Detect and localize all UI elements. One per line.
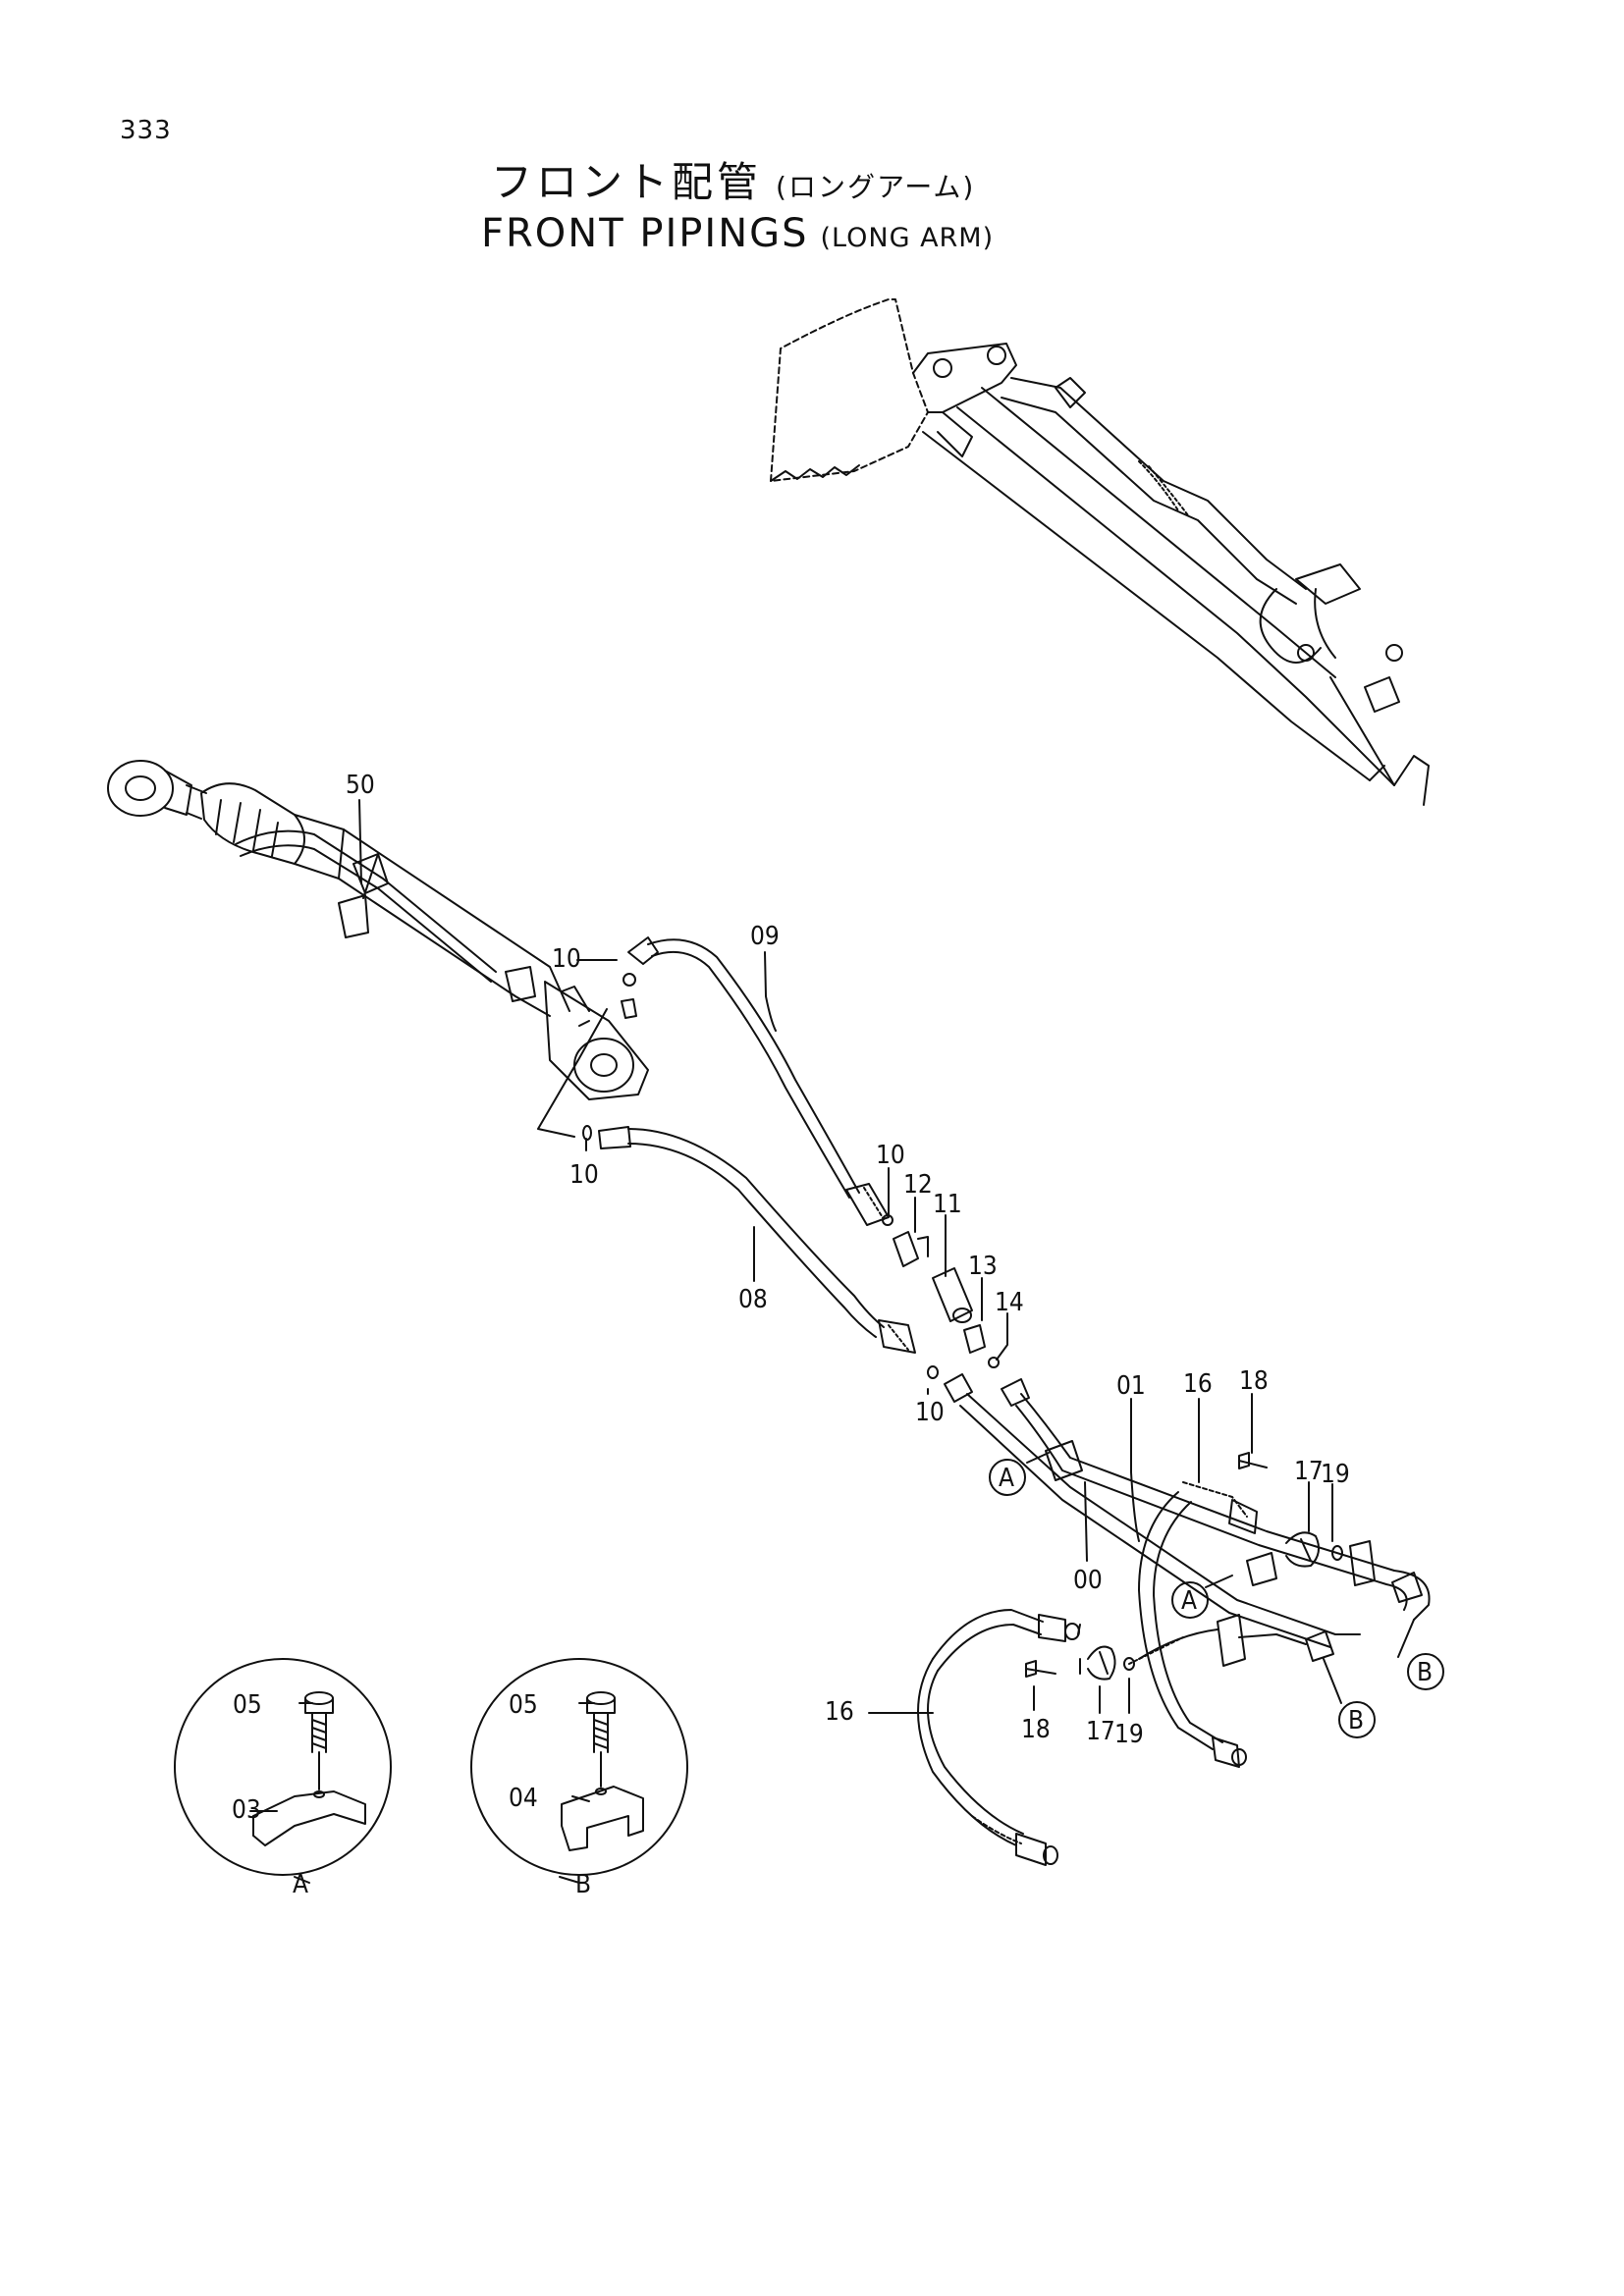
callout-05-b: 05: [509, 1690, 538, 1720]
title-japanese-main: フロント配管: [491, 158, 763, 206]
detail-view-a: [174, 1658, 392, 1876]
callout-19-a: 19: [1321, 1460, 1350, 1489]
view-marker-b-2: B: [1348, 1706, 1364, 1735]
cylinder-assembly: [107, 760, 649, 1138]
callout-12: 12: [903, 1170, 933, 1200]
callout-01: 01: [1116, 1371, 1146, 1401]
bolts-clamps: [1025, 1452, 1321, 1681]
title-japanese-sub: (ロングアーム): [776, 171, 976, 203]
hose-16-lower: [917, 1609, 1080, 1866]
detail-view-b: [470, 1658, 688, 1876]
view-marker-a-2: A: [1181, 1586, 1197, 1616]
callout-16-b: 16: [825, 1697, 854, 1727]
callout-labels: 50 10 10 09 08 10 12 11 13 14 10 01 00 1…: [232, 771, 1433, 1899]
callout-10-d: 10: [915, 1398, 945, 1427]
view-markers: [989, 1459, 1444, 1738]
fittings: [893, 1231, 986, 1354]
callout-10-b: 10: [569, 1160, 599, 1190]
callout-18-a: 18: [1239, 1366, 1269, 1396]
view-marker-b-1: B: [1417, 1658, 1433, 1687]
callout-09: 09: [750, 922, 780, 951]
page-title-english: FRONT PIPINGS (LONG ARM): [481, 211, 994, 256]
detail-b-label: B: [575, 1870, 591, 1899]
callout-13: 13: [968, 1252, 998, 1281]
callout-08: 08: [738, 1285, 768, 1314]
detail-a-label: A: [293, 1870, 308, 1899]
leader-lines: [249, 799, 1415, 1884]
callout-14: 14: [995, 1288, 1024, 1317]
page-title-japanese: フロント配管 (ロングアーム): [491, 149, 975, 209]
callout-11: 11: [933, 1190, 962, 1219]
hose-08: [598, 1126, 916, 1354]
callout-19-b: 19: [1114, 1720, 1144, 1749]
page-number: 333: [120, 116, 172, 145]
callout-17-b: 17: [1086, 1717, 1115, 1746]
arm-overview-illustration: [770, 298, 1430, 806]
callout-05-a: 05: [233, 1690, 262, 1720]
callout-00: 00: [1073, 1566, 1103, 1595]
callout-10-c: 10: [876, 1141, 905, 1170]
title-english-main: FRONT PIPINGS: [481, 211, 809, 256]
hose-16-upper: [1138, 1481, 1258, 1768]
callout-04: 04: [509, 1784, 538, 1813]
hose-09: [627, 936, 890, 1226]
title-english-sub: (LONG ARM): [820, 223, 995, 253]
callout-10-a: 10: [552, 944, 581, 974]
callout-18-b: 18: [1021, 1715, 1051, 1744]
o-rings: [582, 973, 1343, 1671]
callout-03: 03: [232, 1795, 261, 1825]
callout-16-a: 16: [1183, 1369, 1213, 1399]
view-marker-a-1: A: [999, 1464, 1014, 1493]
pipe-assembly: [944, 1373, 1431, 1667]
callout-50: 50: [346, 771, 375, 800]
callout-17-a: 17: [1294, 1457, 1324, 1486]
